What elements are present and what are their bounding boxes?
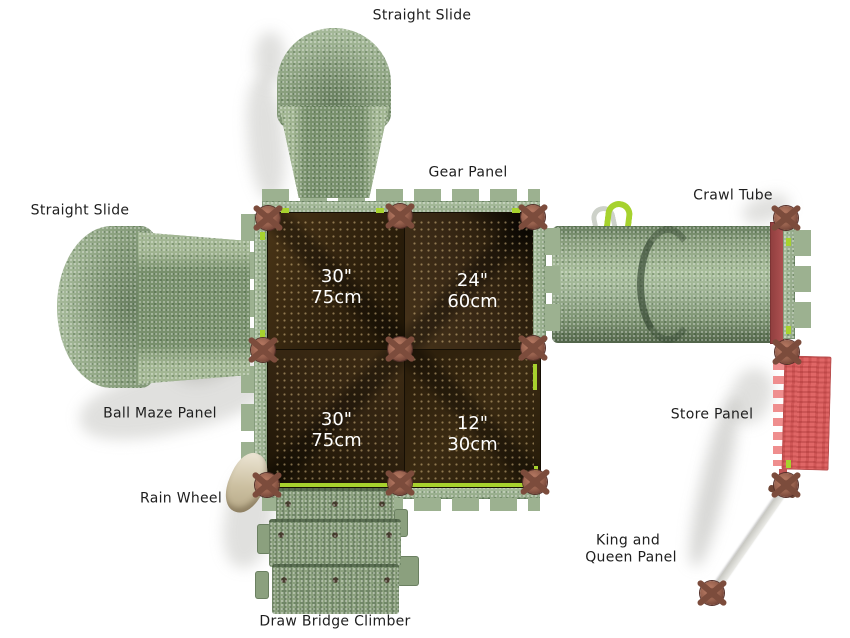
lime-connector xyxy=(281,208,289,213)
tube-end-frame xyxy=(770,222,784,344)
tube-end-edge xyxy=(783,227,795,339)
deck-height-inches: 12" xyxy=(456,413,489,434)
label-straight-slide-left: Straight Slide xyxy=(30,202,130,219)
label-crawl-tube: Crawl Tube xyxy=(693,187,773,204)
lime-connector xyxy=(260,330,265,338)
support-post xyxy=(523,470,547,494)
support-post xyxy=(388,471,412,495)
tube-end-edge-teeth xyxy=(794,230,811,336)
king-queen-panel-pole xyxy=(711,486,789,594)
label-ball-maze-panel: Ball Maze Panel xyxy=(103,405,217,422)
support-post xyxy=(256,206,280,230)
deck-height-inches: 30" xyxy=(320,266,353,287)
label-rain-wheel: Rain Wheel xyxy=(139,490,223,507)
deck-height-cm: 60cm xyxy=(447,291,498,312)
deck-top-left: 30" 75cm xyxy=(268,213,405,350)
label-king-queen-line1: King and xyxy=(595,532,661,549)
climber-plank-row xyxy=(269,519,401,567)
deck-height-inches: 30" xyxy=(320,409,353,430)
deck-height-label: 12" 30cm xyxy=(447,413,497,487)
support-post xyxy=(774,206,798,230)
deck-height-cm: 75cm xyxy=(311,430,362,451)
deck-height-cm: 30cm xyxy=(447,434,498,455)
climber-side-tab xyxy=(397,556,419,586)
lime-connector xyxy=(786,326,791,334)
lime-connector xyxy=(260,232,265,240)
straight-slide-top-chute xyxy=(279,106,389,198)
climber-side-tab xyxy=(257,524,271,554)
climber-plank-row xyxy=(272,564,399,614)
support-post xyxy=(700,581,724,605)
straight-slide-left-chute xyxy=(138,232,250,384)
support-post xyxy=(521,205,545,229)
label-straight-slide-top: Straight Slide xyxy=(372,7,472,24)
deck-height-cm: 75cm xyxy=(311,287,362,308)
label-store-panel: Store Panel xyxy=(670,406,754,423)
deck-bottom-right: 12" 30cm xyxy=(405,350,540,487)
support-post xyxy=(521,336,545,360)
crawl-tube-seam-ring xyxy=(637,226,699,343)
label-gear-panel: Gear Panel xyxy=(428,164,508,181)
deck-bottom-left: 30" 75cm xyxy=(268,350,405,487)
climber-side-tab xyxy=(255,571,269,599)
support-post xyxy=(388,337,412,361)
climber-plank-row xyxy=(276,488,394,522)
support-post xyxy=(388,204,412,228)
label-king-queen-line2: Queen Panel xyxy=(585,549,677,566)
deck-height-label: 30" 75cm xyxy=(311,409,361,487)
deck-height-label: 30" 75cm xyxy=(311,266,361,350)
deck-height-inches: 24" xyxy=(456,270,489,291)
support-post xyxy=(775,340,799,364)
support-post xyxy=(251,338,275,362)
label-draw-bridge-climber: Draw Bridge Climber xyxy=(259,613,411,630)
lime-connector xyxy=(786,460,791,468)
deck-height-label: 24" 60cm xyxy=(447,270,497,350)
tube-attach-edge xyxy=(533,224,546,342)
support-post xyxy=(774,473,798,497)
tube-attach-edge-teeth xyxy=(545,228,560,338)
lime-connector xyxy=(376,208,384,213)
deck-top-right: 24" 60cm xyxy=(405,213,540,350)
support-post xyxy=(255,473,279,497)
store-panel-body xyxy=(781,355,832,471)
lime-rail xyxy=(533,364,537,390)
lime-connector xyxy=(786,238,791,246)
lime-connector xyxy=(512,208,520,213)
